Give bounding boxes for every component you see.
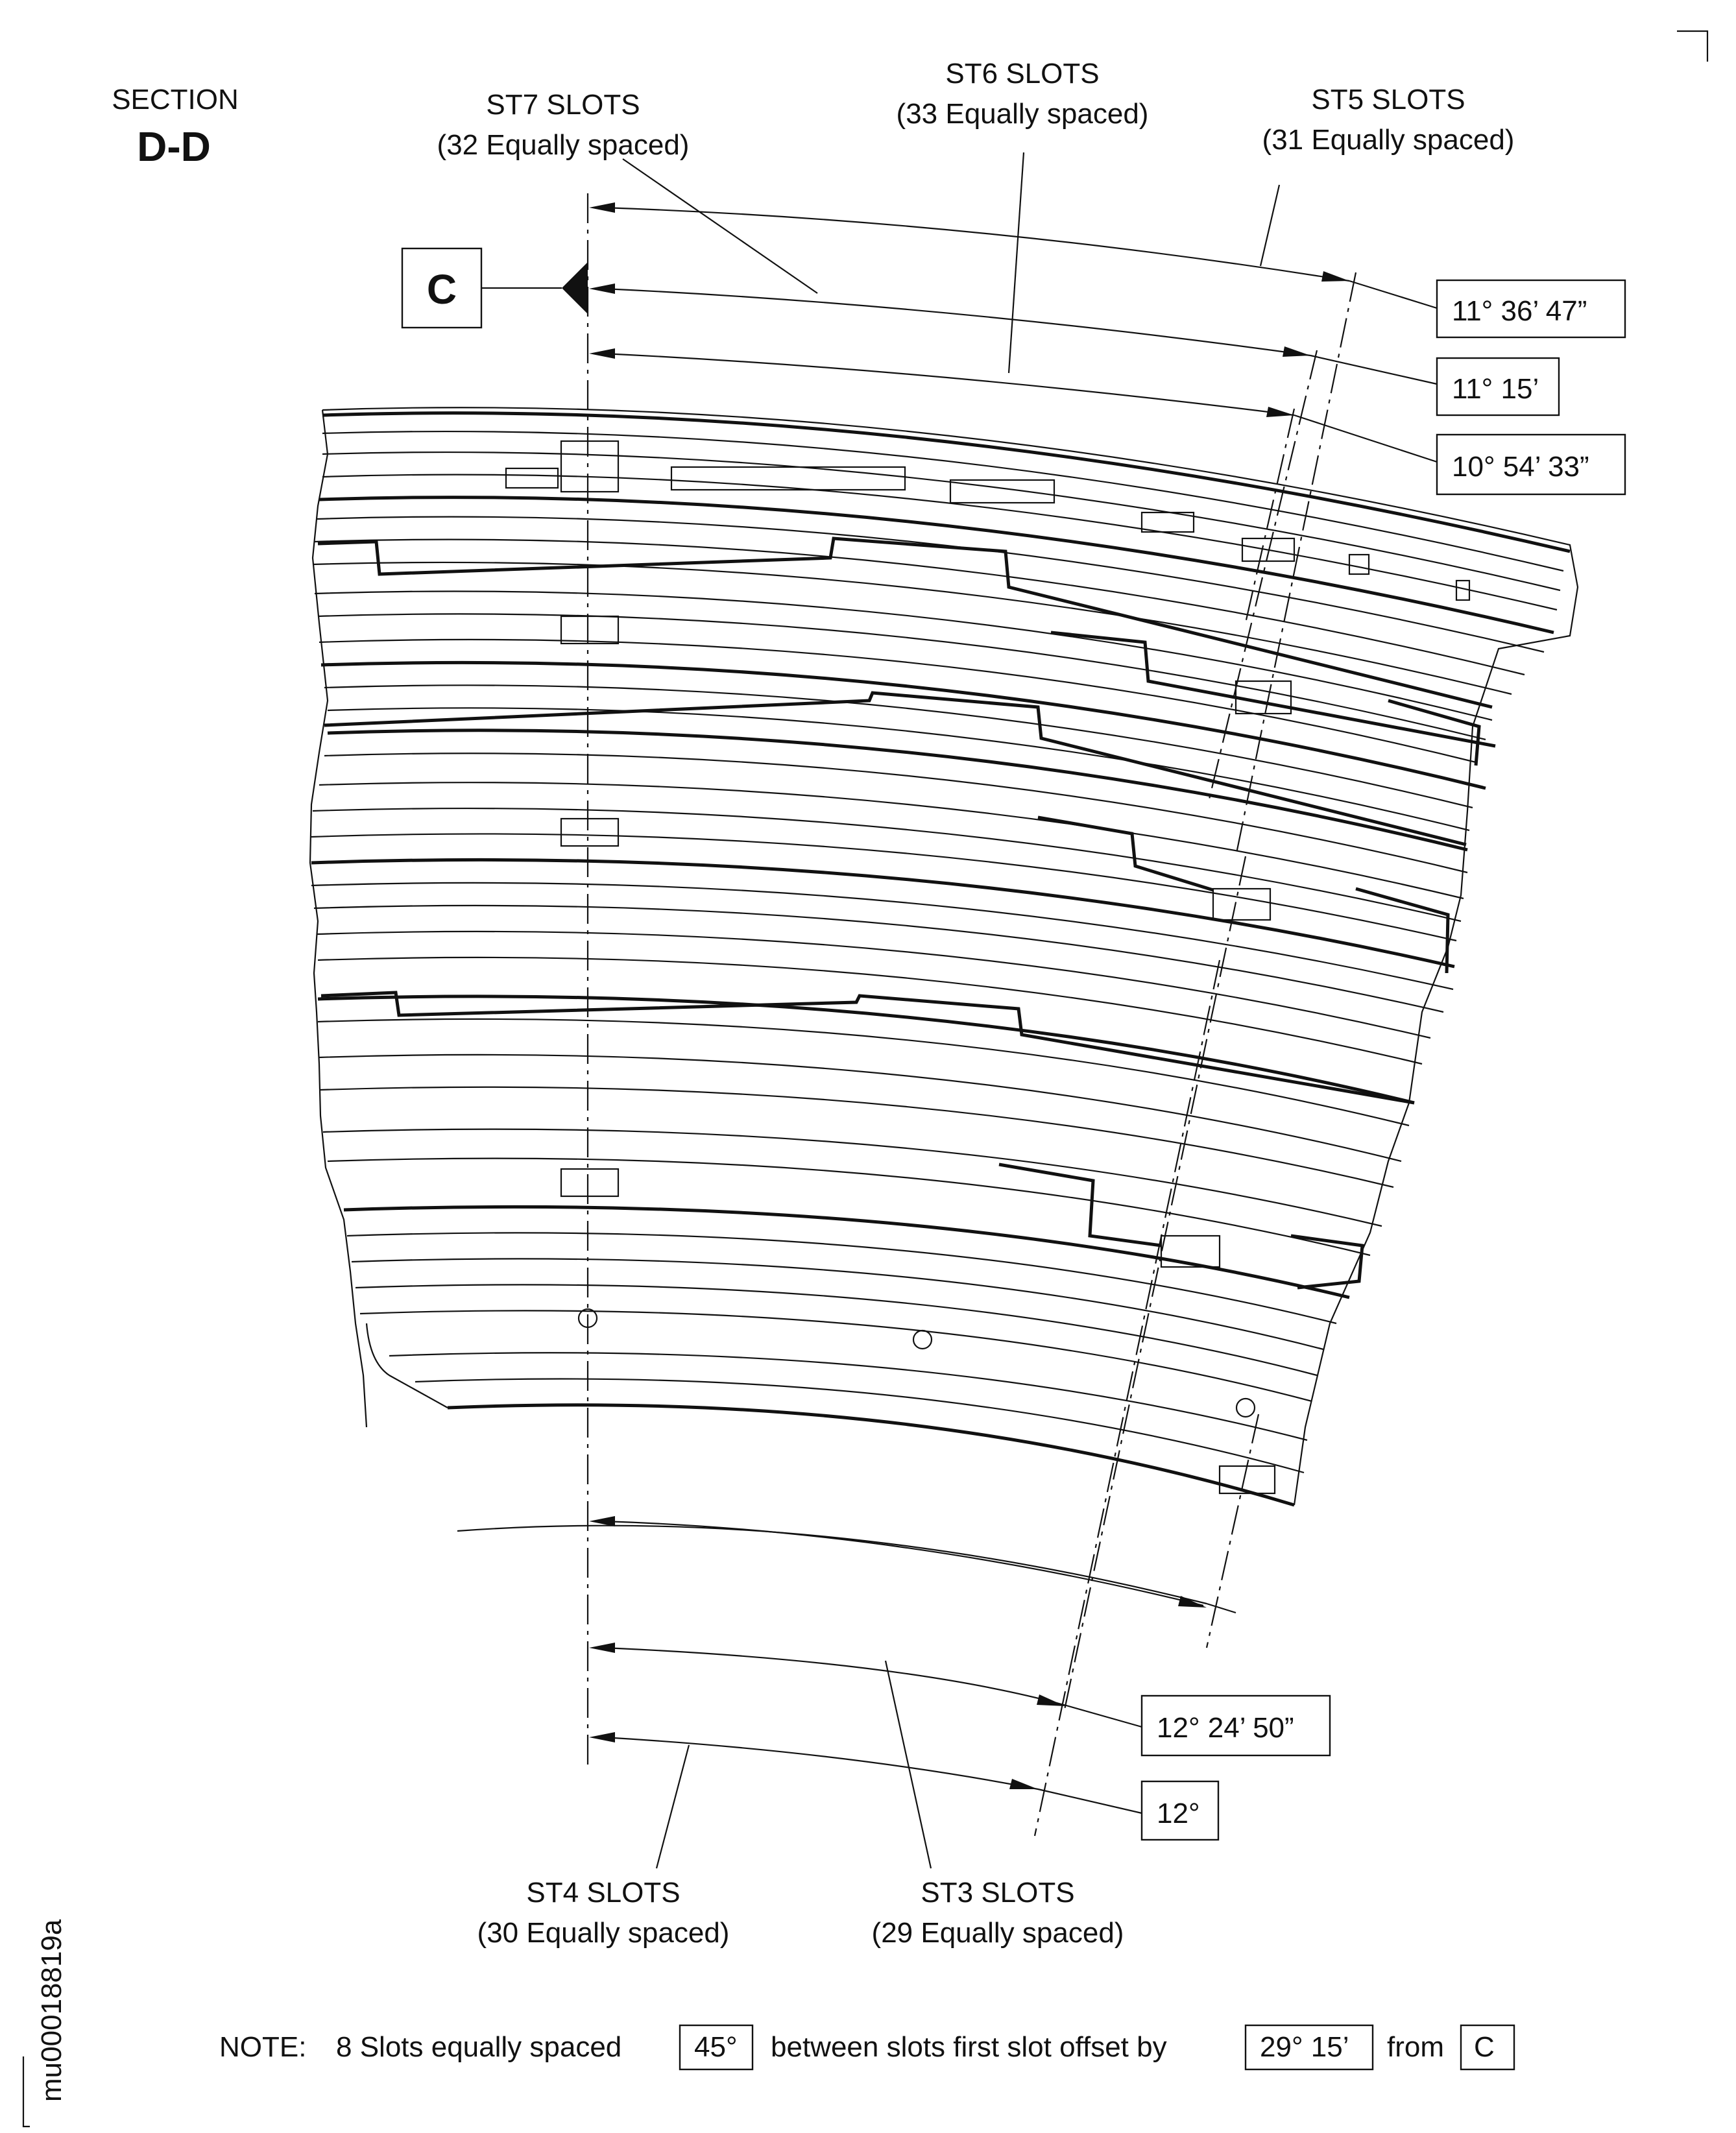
- st5-subtitle: (31 Equally spaced): [1262, 124, 1515, 156]
- dim-arc-bottom-0: [457, 1524, 1207, 1605]
- slot-blocks: [317, 440, 1496, 1495]
- angle-2: 11° 15’: [1452, 373, 1539, 405]
- section-id: D-D: [137, 123, 211, 170]
- dim-arc-bottom-2: [603, 1646, 1142, 1728]
- leader: [1349, 280, 1438, 309]
- note-box-1: [679, 2024, 754, 2071]
- angle-4: 12° 24’ 50”: [1157, 1712, 1294, 1744]
- arrow: [589, 1643, 615, 1653]
- id-bracket: [22, 2056, 30, 2128]
- angle-box-2: [1436, 357, 1560, 416]
- datum-triangle: [562, 262, 588, 314]
- arrow: [589, 283, 615, 294]
- bolt-hole: [1235, 1397, 1256, 1418]
- casing-lower-left: [365, 1323, 448, 1408]
- slot-cl-st2: [1205, 1414, 1260, 1648]
- note-box-3-text: C: [1474, 2031, 1495, 2063]
- bolt-hole: [577, 1308, 598, 1329]
- angle-box-4: [1140, 1694, 1331, 1757]
- st4-title: ST4 SLOTS: [526, 1877, 680, 1909]
- angle-box-1: [1436, 279, 1626, 339]
- drawing-id: mu00018819a: [36, 1919, 67, 2102]
- dim-arc-top-2: [603, 287, 1311, 357]
- dim-arc-bottom-3: [603, 1736, 1142, 1814]
- leader: [1294, 414, 1438, 463]
- slot-cl-st5: [1235, 272, 1357, 857]
- arrow: [1321, 271, 1349, 282]
- st3-leader: [884, 1660, 932, 1869]
- slot-cl-st4: [1033, 959, 1221, 1837]
- note-text-3: from: [1387, 2031, 1444, 2063]
- ring-lines: [311, 411, 1571, 1507]
- st5-title: ST5 SLOTS: [1311, 84, 1465, 115]
- angle-1: 11° 36’ 47”: [1452, 295, 1587, 327]
- angle-box-5: [1140, 1780, 1220, 1841]
- casing-outline-right: [322, 407, 1579, 1506]
- st6-leader: [1007, 152, 1025, 374]
- st4-subtitle: (30 Equally spaced): [477, 1917, 730, 1949]
- note-prefix: NOTE:: [219, 2031, 306, 2063]
- section-label: SECTION: [112, 84, 239, 115]
- note-text-2: between slots first slot offset by: [771, 2031, 1167, 2063]
- note-box-1-text: 45°: [694, 2031, 738, 2063]
- arrow: [1037, 1694, 1065, 1706]
- arrow: [589, 1732, 615, 1742]
- bolt-hole: [912, 1329, 933, 1350]
- ring-details: [505, 466, 1471, 601]
- arrow: [589, 202, 615, 213]
- st7-title: ST7 SLOTS: [486, 89, 640, 121]
- st7-subtitle: (32 Equally spaced): [437, 129, 690, 161]
- note-text-1: 8 Slots equally spaced: [336, 2031, 621, 2063]
- datum-c-letter: C: [427, 266, 457, 313]
- dim-arc-bottom-1: [603, 1520, 1204, 1607]
- st6-title: ST6 SLOTS: [945, 58, 1099, 90]
- st4-leader: [655, 1744, 690, 1869]
- casing-outline-left: [309, 409, 368, 1428]
- note-box-2-text: 29° 15’: [1260, 2031, 1349, 2063]
- arrow: [1266, 407, 1294, 417]
- datum-c-box: [401, 247, 483, 329]
- angle-5: 12°: [1157, 1798, 1200, 1829]
- st3-title: ST3 SLOTS: [921, 1877, 1074, 1909]
- slot-cl-st6: [1207, 350, 1318, 805]
- st5-leader: [1259, 184, 1281, 267]
- st3-subtitle: (29 Equally spaced): [872, 1917, 1124, 1949]
- dim-arc-top-3: [603, 352, 1295, 416]
- arrow: [1009, 1779, 1038, 1789]
- arrow: [589, 1516, 615, 1526]
- corner-mark: [1677, 30, 1709, 62]
- leader: [1310, 354, 1438, 385]
- dim-arc-top-1: [603, 206, 1350, 282]
- arrow: [1178, 1596, 1207, 1608]
- arrow: [589, 348, 615, 359]
- note-box-2: [1244, 2024, 1374, 2071]
- st6-subtitle: (33 Equally spaced): [897, 98, 1149, 130]
- angle-3: 10° 54’ 33”: [1452, 451, 1589, 483]
- dim-ext: [1206, 1602, 1236, 1614]
- angle-box-3: [1436, 433, 1626, 496]
- slot-cl-st7: [1244, 408, 1296, 623]
- arrow: [1283, 346, 1310, 357]
- note-box-3: [1460, 2024, 1515, 2071]
- st7-leader: [622, 158, 818, 294]
